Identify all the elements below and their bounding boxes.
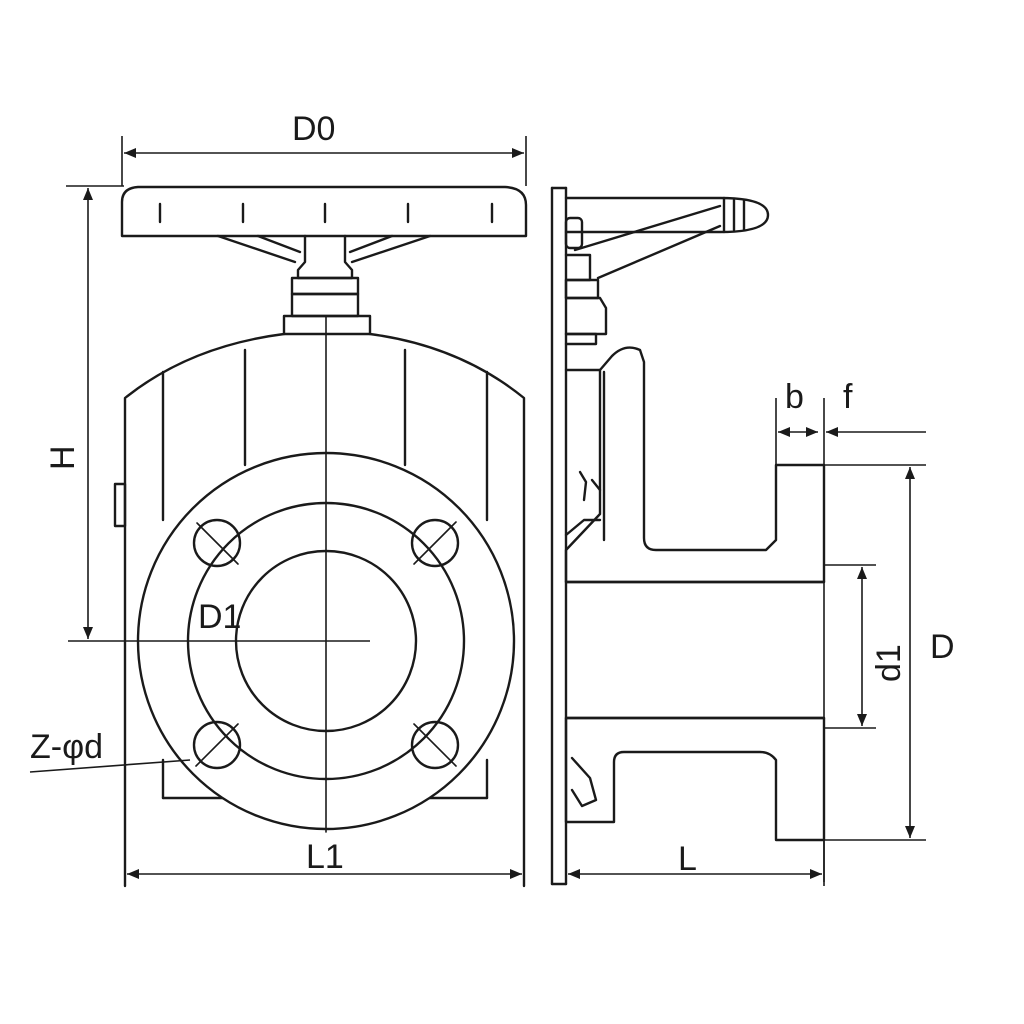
label-z-phi-d: Z-φd <box>30 728 103 766</box>
label-d1-upper: D1 <box>198 598 241 636</box>
label-d: D <box>930 628 955 666</box>
label-d0: D0 <box>292 110 335 148</box>
label-b: b <box>785 378 804 416</box>
dimension-d1 <box>824 564 876 729</box>
side-section-view <box>550 186 926 886</box>
bolt-hole <box>192 720 242 770</box>
label-d1-lower: d1 <box>870 644 908 682</box>
bolt-hole <box>410 518 460 568</box>
dimension-d0 <box>121 136 527 186</box>
dimension-h <box>66 185 370 642</box>
dimension-l1 <box>124 869 522 886</box>
label-h: H <box>44 445 82 470</box>
section-lower-wall <box>564 716 826 842</box>
dimension-l <box>568 840 825 886</box>
label-l1: L1 <box>306 838 344 876</box>
bolt-hole <box>410 720 460 770</box>
label-f: f <box>843 378 853 416</box>
leader-z-phi-d <box>29 759 191 773</box>
section-upper-wall <box>564 346 826 584</box>
front-flange <box>136 315 516 833</box>
handwheel-side <box>564 196 770 346</box>
label-l: L <box>678 840 697 878</box>
front-view <box>29 136 528 888</box>
handwheel <box>120 185 528 336</box>
dimension-d <box>824 464 926 841</box>
valve-body-front <box>113 332 526 888</box>
bolt-hole <box>192 518 242 568</box>
dimension-b-f <box>775 398 926 882</box>
